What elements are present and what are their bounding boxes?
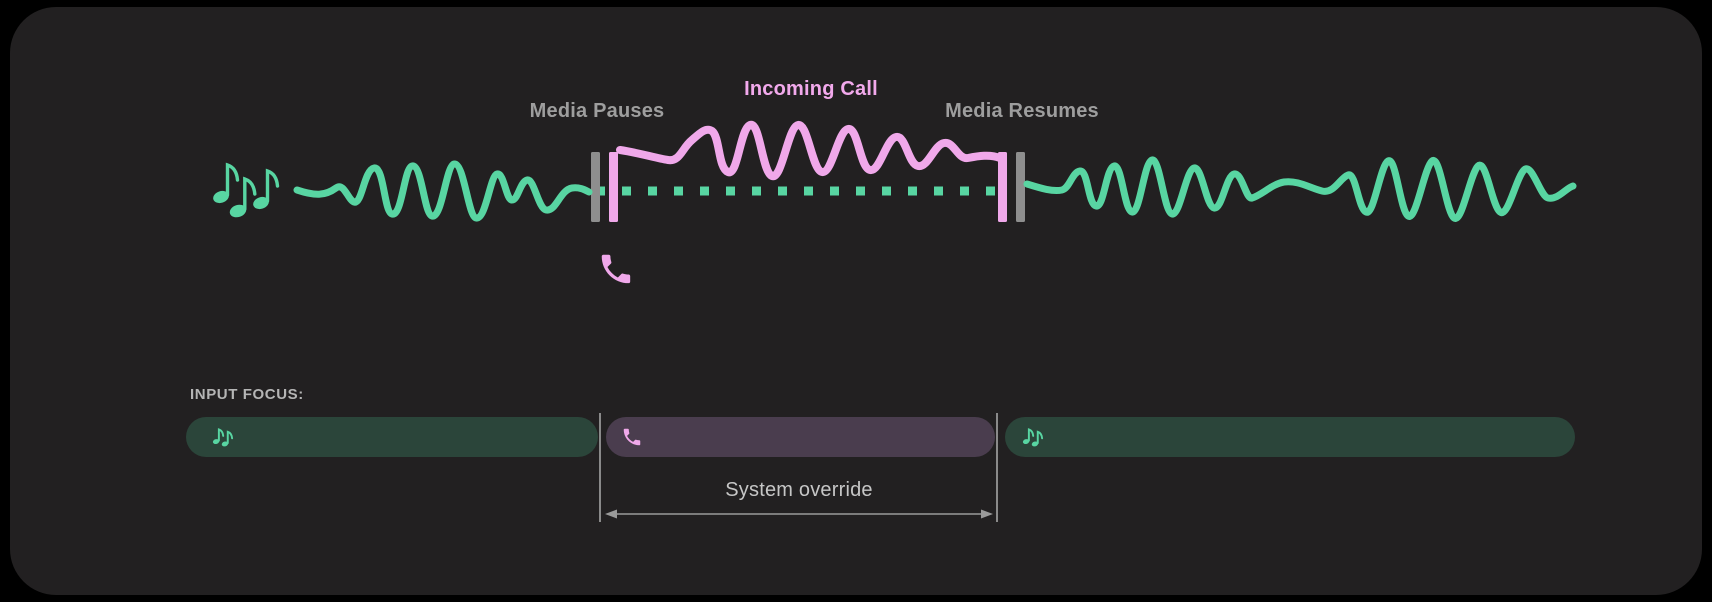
- focus-segment-media-after: [1005, 417, 1575, 457]
- incoming-call-label: Incoming Call: [744, 78, 878, 100]
- focus-segment-call: [606, 417, 995, 457]
- media-waveform-before: [293, 160, 593, 222]
- music-notes-icon: [212, 428, 234, 447]
- resume-bar-pink-icon: [998, 152, 1007, 222]
- music-notes-icon: [213, 162, 280, 218]
- media-pauses-label: Media Pauses: [529, 100, 665, 122]
- override-guide-line-left: [599, 413, 601, 522]
- media-waveform-after: [1023, 156, 1577, 222]
- input-focus-heading: INPUT FOCUS:: [190, 386, 304, 403]
- diagram-panel: [10, 7, 1702, 595]
- phone-icon: [601, 254, 631, 284]
- media-resumes-label: Media Resumes: [945, 100, 1099, 122]
- double-arrow-icon: [605, 509, 993, 519]
- music-notes-icon: [1022, 428, 1044, 447]
- pause-bar-gray-icon: [591, 152, 600, 222]
- system-override-arrow: [604, 506, 994, 522]
- focus-segment-media-before: [186, 417, 598, 457]
- phone-icon: [623, 428, 641, 446]
- incoming-call-waveform: [616, 121, 1004, 180]
- pause-bar-pink-icon: [609, 152, 618, 222]
- system-override-label: System override: [725, 479, 873, 501]
- override-guide-line-right: [996, 413, 998, 522]
- resume-bar-gray-icon: [1016, 152, 1025, 222]
